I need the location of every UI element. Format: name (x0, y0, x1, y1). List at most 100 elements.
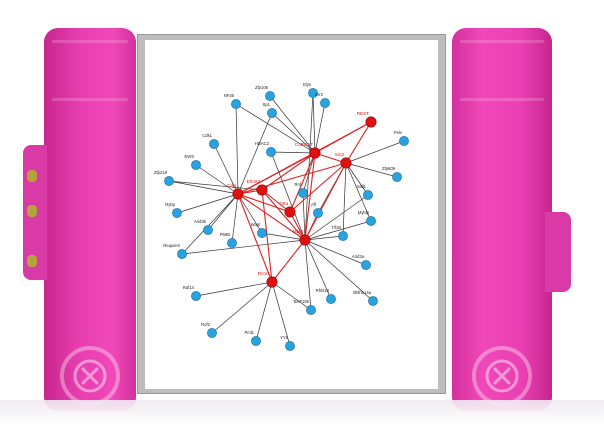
node-YY1[interactable] (285, 341, 295, 351)
hub-node-G9a[interactable] (284, 206, 296, 218)
node-label-Mta2: Mta2 (293, 229, 304, 234)
edge-Sall1-Mta2 (304, 194, 369, 241)
hub-edge-Ehmt2-Mta2 (261, 189, 306, 241)
node-label-Rybp: Rybp (165, 202, 175, 207)
port (27, 170, 37, 182)
node-Raf14[interactable] (191, 291, 201, 301)
node-Wapl[interactable] (257, 228, 267, 238)
node-Sp1[interactable] (267, 108, 277, 118)
node-label-Rhhl18: Rhhl18 (316, 288, 330, 293)
edge-Sall1-Sin3 (345, 162, 369, 196)
hub-edge-Sin3-Mta2 (304, 162, 347, 241)
node-NF45[interactable] (231, 99, 241, 109)
node-EWS[interactable] (191, 160, 201, 170)
hub-node-Mta2[interactable] (299, 234, 311, 246)
node-Sall1[interactable] (363, 190, 373, 200)
hub-node-Rcor1[interactable] (266, 276, 278, 288)
node-Cdk1[interactable] (209, 139, 219, 149)
node-label-Ehmt2: Ehmt2 (247, 179, 261, 184)
node-Zfp219[interactable] (164, 176, 174, 186)
edge-YY1-Rcor1 (271, 281, 291, 347)
node-Arid3a[interactable] (361, 260, 371, 270)
port (27, 255, 37, 267)
hub-edge-Sin3-G9a (289, 162, 347, 213)
node-label-Wapl: Wapl (251, 222, 260, 227)
node-Pelv[interactable] (399, 136, 409, 146)
edge-Myblp-Sin3 (345, 162, 372, 222)
edge-Wapl-Cdyl (237, 193, 263, 234)
edge-Sp1-CoREST (271, 112, 316, 154)
node-Rof2[interactable] (207, 328, 217, 338)
edge-Zfp106-CoREST (269, 95, 316, 154)
edge-Arid3b-Cdyl (207, 193, 239, 231)
node-Elys[interactable] (308, 88, 318, 98)
node-Rhhl18[interactable] (326, 294, 336, 304)
node-P66B[interactable] (227, 238, 237, 248)
edge-P66B-Cdyl (231, 193, 239, 244)
node-label-Tif1B: Tif1B (331, 225, 341, 230)
edge-Rhhl18-Mta2 (304, 239, 332, 300)
node-label-Rcor1: Rcor1 (258, 271, 271, 276)
edge-HDAC2-CoREST (270, 151, 316, 154)
node-BAF155[interactable] (306, 305, 316, 315)
bumper-rib (52, 98, 128, 101)
hub-edge-Ehmt2-G9a (261, 189, 291, 213)
node-HDAC2[interactable] (266, 147, 276, 157)
node-label-Arid3a: Arid3a (352, 254, 365, 259)
edge-Zfp219-Ehmt2 (168, 180, 263, 191)
right-bumper (452, 28, 552, 411)
hub-node-Cdyl[interactable] (232, 188, 244, 200)
node-Arid3b[interactable] (203, 225, 213, 235)
edge-NF45-CoREST (235, 103, 316, 154)
node-Pml1[interactable] (251, 336, 261, 346)
hub-node-CoREST[interactable] (309, 147, 321, 159)
hub-edge-Ehmt2-Rcor1 (261, 189, 273, 283)
node-label-Pelv: Pelv (394, 130, 403, 135)
edge-NF45-Cdyl (235, 103, 239, 195)
hub-edge-CoREST-Cdyl (237, 152, 316, 195)
node-label-Bhlhb14a: Bhlhb14a (353, 290, 371, 295)
edge-Tif1B-Mta2 (304, 235, 344, 241)
hub-edge-REST-Sin3 (345, 121, 372, 164)
node-Bhlhb14a[interactable] (368, 296, 378, 306)
node-Rybp[interactable] (172, 208, 182, 218)
node-label-BAF155: BAF155 (294, 299, 310, 304)
node-Zfp609[interactable] (392, 172, 402, 182)
edge-Rybp-Cdyl (176, 193, 239, 214)
hub-edge-CoREST-Mta2 (304, 152, 316, 241)
node-label-YY1: YY1 (280, 335, 289, 340)
node-Myblp[interactable] (366, 216, 376, 226)
edge-Zfp609-Sin3 (345, 162, 398, 178)
hub-node-Ehmt2[interactable] (256, 184, 268, 196)
node-Requiem[interactable] (177, 249, 187, 259)
node-Tif1B[interactable] (338, 231, 348, 241)
bumper-rib (52, 40, 128, 43)
edge-Sp1-Cdyl (237, 112, 273, 195)
node-Aff[interactable] (313, 208, 323, 218)
node-label-Pml1: Pml1 (244, 330, 254, 335)
edge-Zfp219-Cdyl (168, 180, 239, 195)
close-x-icon (73, 359, 107, 393)
node-label-HDAC2: HDAC2 (255, 141, 270, 146)
edge-Cdk1-Cdyl (213, 143, 239, 195)
edge-Arid3a-Mta2 (304, 239, 367, 266)
node-Rnf[interactable] (298, 188, 308, 198)
node-label-Raf14: Raf14 (183, 285, 195, 290)
node-Err2[interactable] (320, 98, 330, 108)
node-Zfp106[interactable] (265, 91, 275, 101)
edge-Requiem-Mta2 (181, 239, 306, 255)
edge-Tif1B-Sin3 (342, 162, 347, 237)
edge-Wapl-Mta2 (261, 232, 306, 241)
hub-edge-Cdyl-Mta2 (237, 193, 306, 241)
node-label-Sin3: Sin3 (335, 152, 345, 157)
hub-edge-Cdyl-G9a (237, 193, 291, 213)
bumper-rib (460, 40, 544, 43)
node-label-Cdyl: Cdyl (227, 183, 236, 188)
node-label-P66B: P66B (220, 232, 230, 237)
node-label-Requiem: Requiem (163, 243, 180, 248)
hub-node-REST[interactable] (365, 116, 377, 128)
hub-node-Sin3[interactable] (340, 157, 352, 169)
hub-edge-Cdyl-Rcor1 (237, 193, 273, 283)
hub-edge-CoREST-Ehmt2 (261, 152, 316, 191)
